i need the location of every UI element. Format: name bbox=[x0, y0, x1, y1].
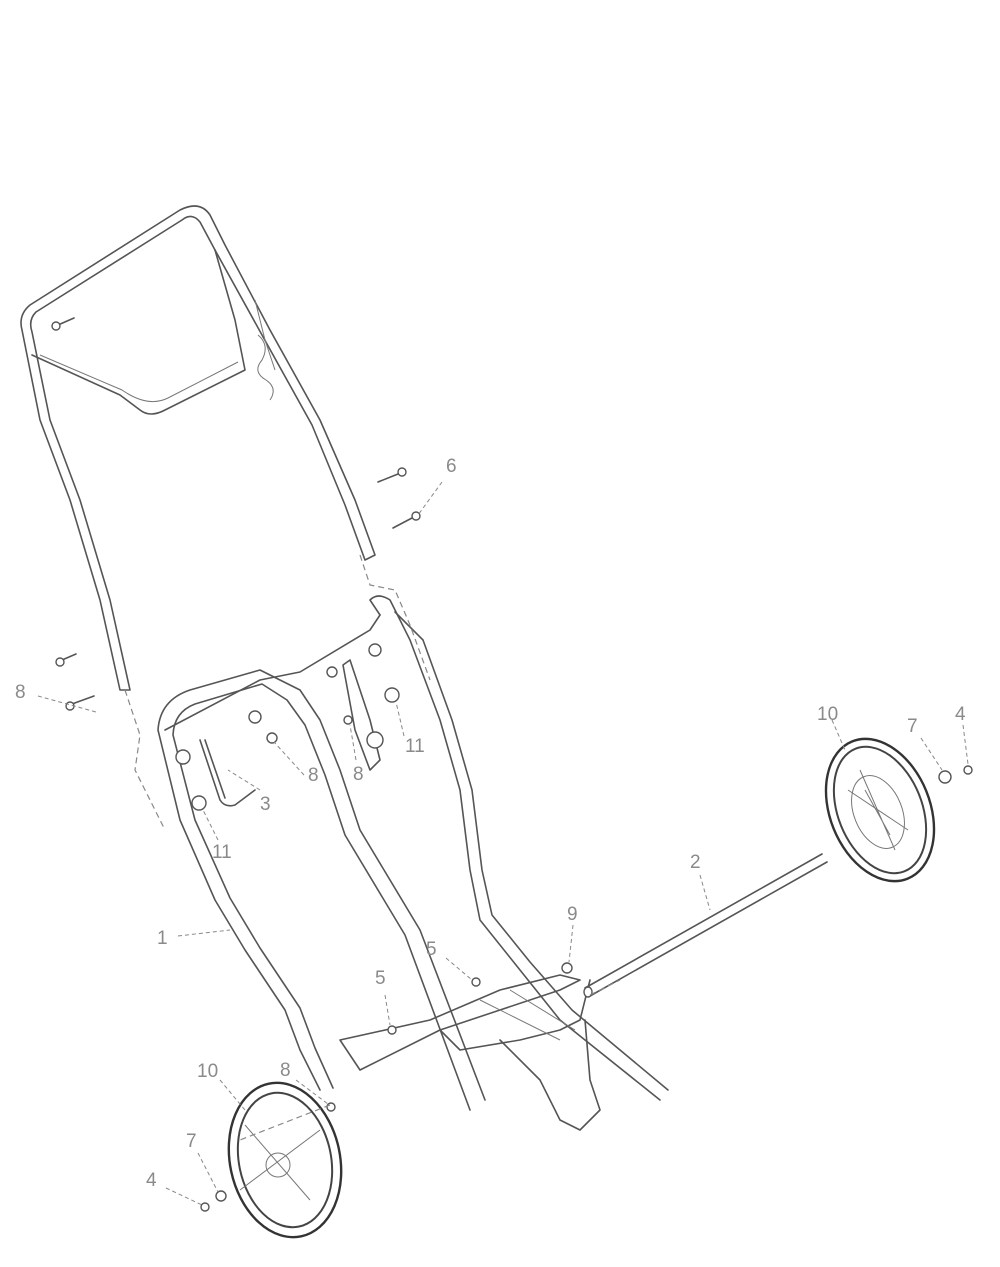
callout-3: 3 bbox=[260, 794, 271, 815]
callout-11-left: 11 bbox=[212, 842, 232, 863]
lower-handle-frame bbox=[157, 595, 669, 1111]
callout-4-right: 4 bbox=[955, 704, 966, 725]
callout-11-right: 11 bbox=[405, 736, 425, 757]
callout-4-left: 4 bbox=[146, 1170, 157, 1191]
callout-10-left: 10 bbox=[197, 1061, 218, 1082]
callout-8-center: 8 bbox=[308, 765, 319, 786]
callout-7-left: 7 bbox=[186, 1131, 197, 1152]
handle-bolts bbox=[51, 317, 421, 711]
callout-10-right: 10 bbox=[817, 704, 838, 725]
callout-labels: 6 8 8 8 3 11 11 1 2 9 5 5 8 10 10 7 7 4 … bbox=[15, 456, 966, 1191]
callout-2: 2 bbox=[690, 852, 701, 873]
washers-and-rings bbox=[200, 765, 973, 1212]
callout-8-upper-left: 8 bbox=[15, 682, 26, 703]
callout-8-lower: 8 bbox=[280, 1060, 291, 1081]
callout-6: 6 bbox=[446, 456, 457, 477]
mounting-plate bbox=[339, 974, 601, 1131]
callout-1: 1 bbox=[157, 928, 168, 949]
callout-7-right: 7 bbox=[907, 716, 918, 737]
axle bbox=[583, 853, 828, 998]
leader-lines bbox=[37, 481, 969, 1206]
assembly-guides bbox=[124, 554, 621, 1141]
upper-handle bbox=[20, 205, 376, 691]
callout-5-right: 5 bbox=[426, 939, 437, 960]
left-wheel bbox=[227, 1081, 343, 1239]
brackets-and-latch bbox=[175, 643, 400, 811]
right-wheel bbox=[824, 737, 936, 883]
callout-9: 9 bbox=[567, 904, 578, 925]
callout-8-latch: 8 bbox=[353, 764, 364, 785]
callout-5-left: 5 bbox=[375, 968, 386, 989]
